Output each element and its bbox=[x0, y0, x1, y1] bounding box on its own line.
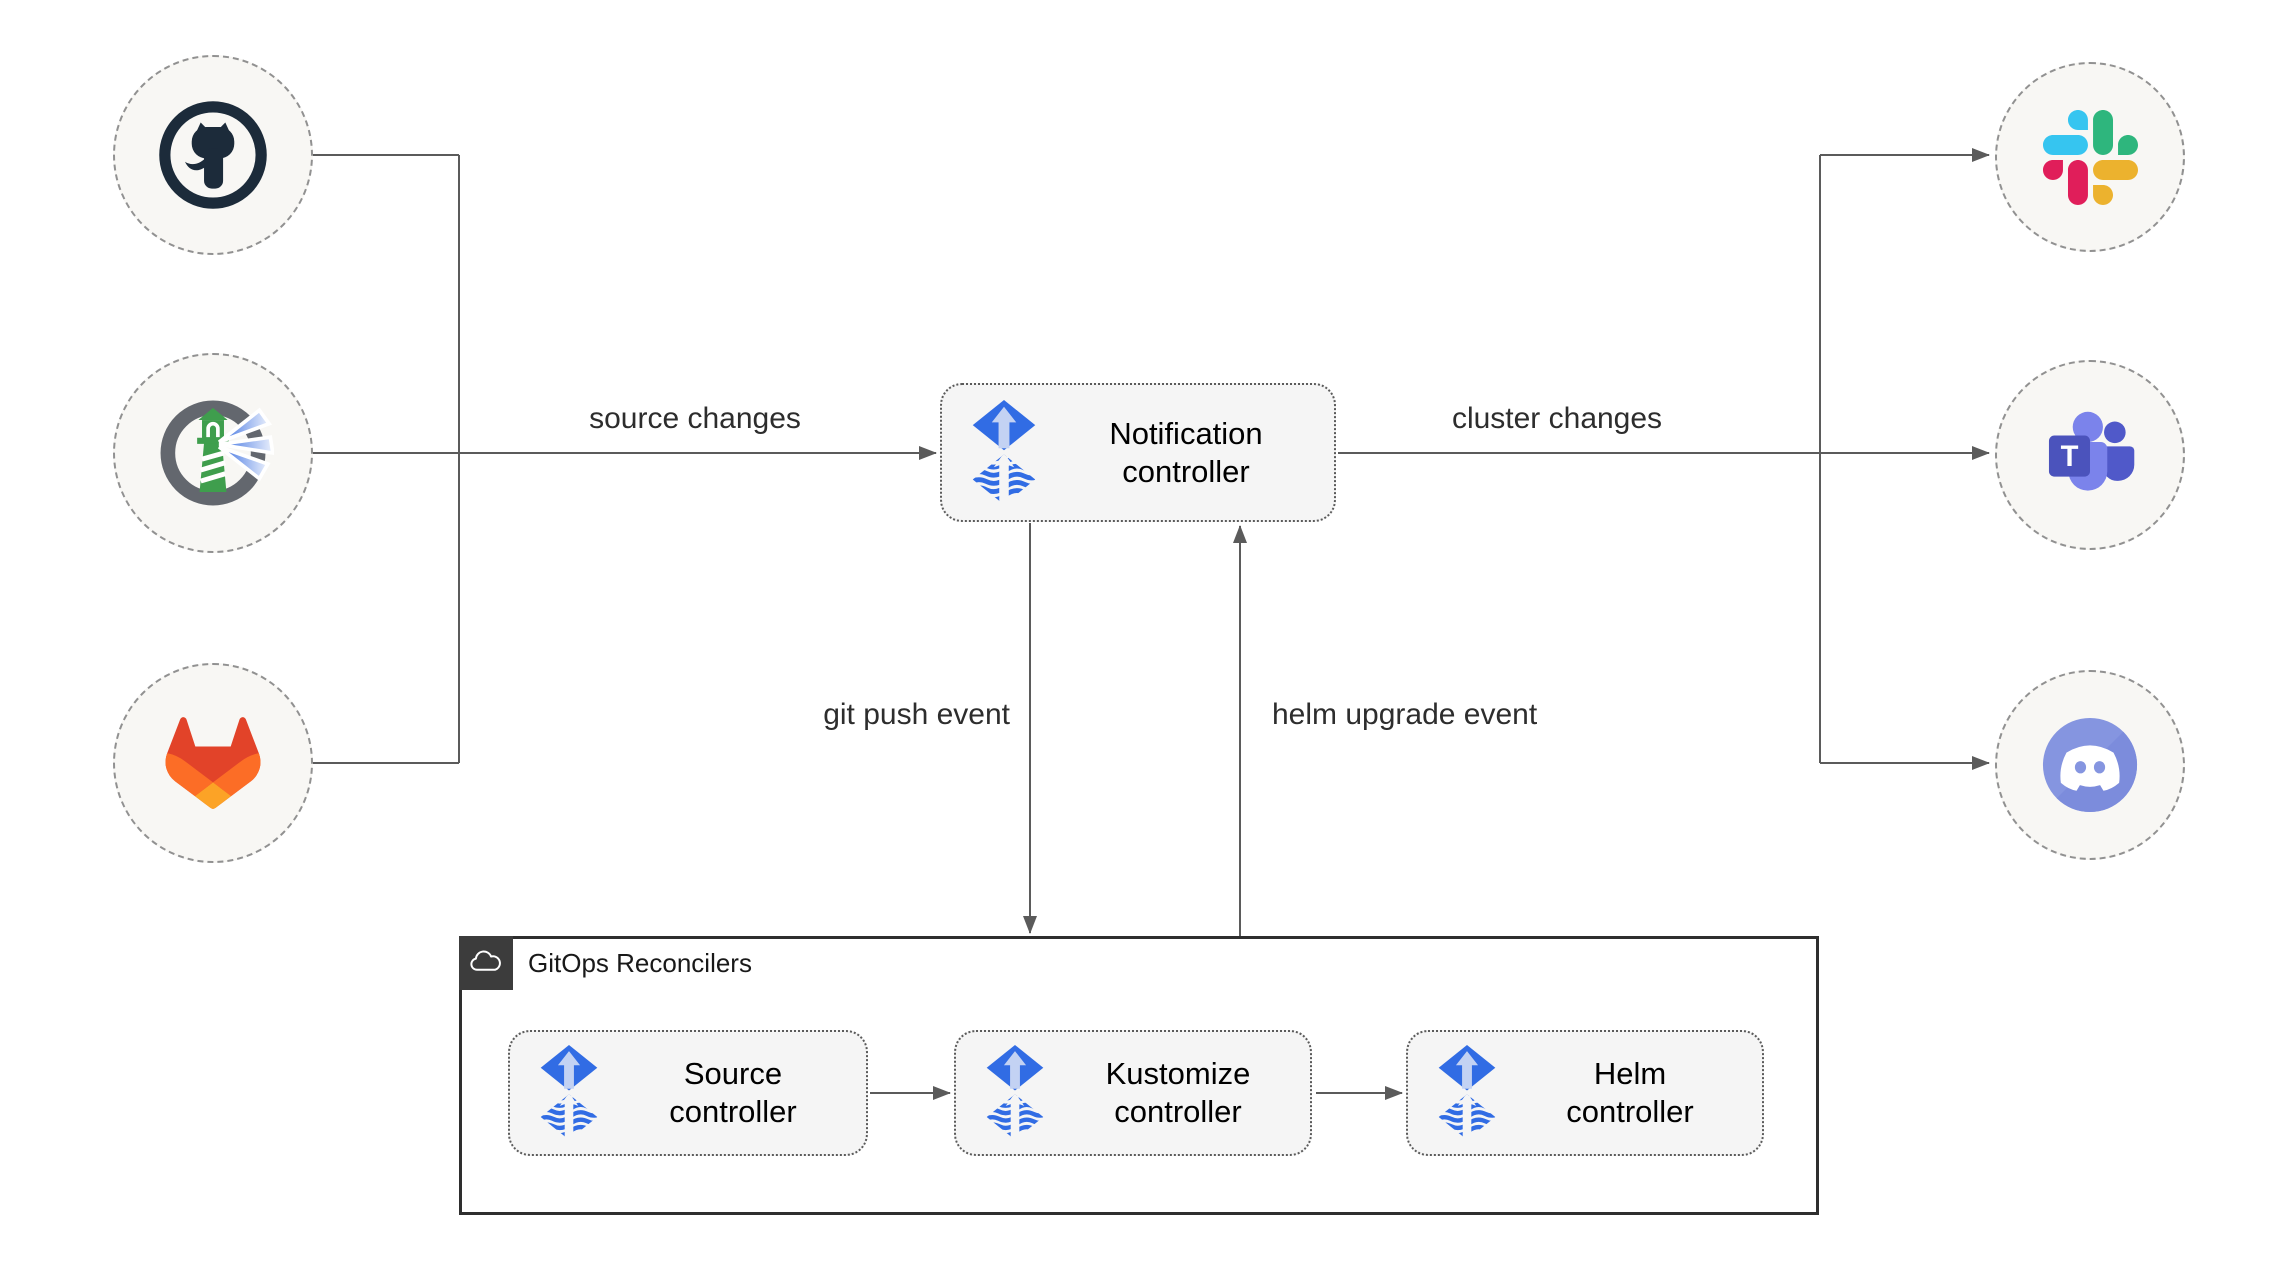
source-controller-label: Source controller bbox=[600, 1055, 866, 1131]
node-gitlab bbox=[113, 663, 313, 863]
github-icon bbox=[157, 99, 269, 211]
source-controller-text: Source controller bbox=[669, 1056, 797, 1129]
node-kustomize-controller: Kustomize controller bbox=[954, 1030, 1312, 1156]
notification-controller-label: Notification controller bbox=[1038, 415, 1334, 491]
notification-controller-text: Notification controller bbox=[1109, 415, 1263, 489]
kustomize-controller-label: Kustomize controller bbox=[1046, 1055, 1310, 1131]
helm-controller-text: Helm controller bbox=[1566, 1056, 1694, 1129]
helm-controller-label: Helm controller bbox=[1498, 1055, 1762, 1131]
label-git-push-event: git push event bbox=[823, 698, 1010, 731]
harbor-icon bbox=[152, 392, 274, 514]
node-teams: T bbox=[1995, 360, 2185, 550]
label-source-changes: source changes bbox=[589, 402, 801, 435]
gitops-badge bbox=[459, 936, 513, 990]
gitops-reconcilers-group: GitOps Reconcilers bbox=[459, 936, 1819, 1215]
cloud-icon bbox=[468, 945, 504, 981]
gitops-group-title: GitOps Reconcilers bbox=[528, 947, 752, 978]
gitlab-icon bbox=[119, 669, 307, 857]
flux-icon bbox=[1436, 1045, 1498, 1141]
kustomize-controller-text: Kustomize controller bbox=[1105, 1056, 1251, 1129]
node-github bbox=[113, 55, 313, 255]
slack-icon bbox=[2043, 110, 2138, 205]
node-slack bbox=[1995, 62, 2185, 252]
teams-icon: T bbox=[2048, 411, 2135, 491]
node-source-controller: Source controller bbox=[508, 1030, 868, 1156]
node-helm-controller: Helm controller bbox=[1406, 1030, 1764, 1156]
flux-icon bbox=[984, 1045, 1046, 1141]
discord-icon bbox=[2034, 709, 2146, 821]
flux-icon bbox=[970, 400, 1038, 506]
teams-letter: T bbox=[2061, 441, 2079, 473]
label-helm-upgrade-event: helm upgrade event bbox=[1272, 698, 1538, 731]
node-discord bbox=[1995, 670, 2185, 860]
node-notification-controller: Notification controller bbox=[940, 383, 1336, 522]
flux-icon bbox=[538, 1045, 600, 1141]
node-harbor bbox=[113, 353, 313, 553]
label-cluster-changes: cluster changes bbox=[1451, 402, 1663, 435]
